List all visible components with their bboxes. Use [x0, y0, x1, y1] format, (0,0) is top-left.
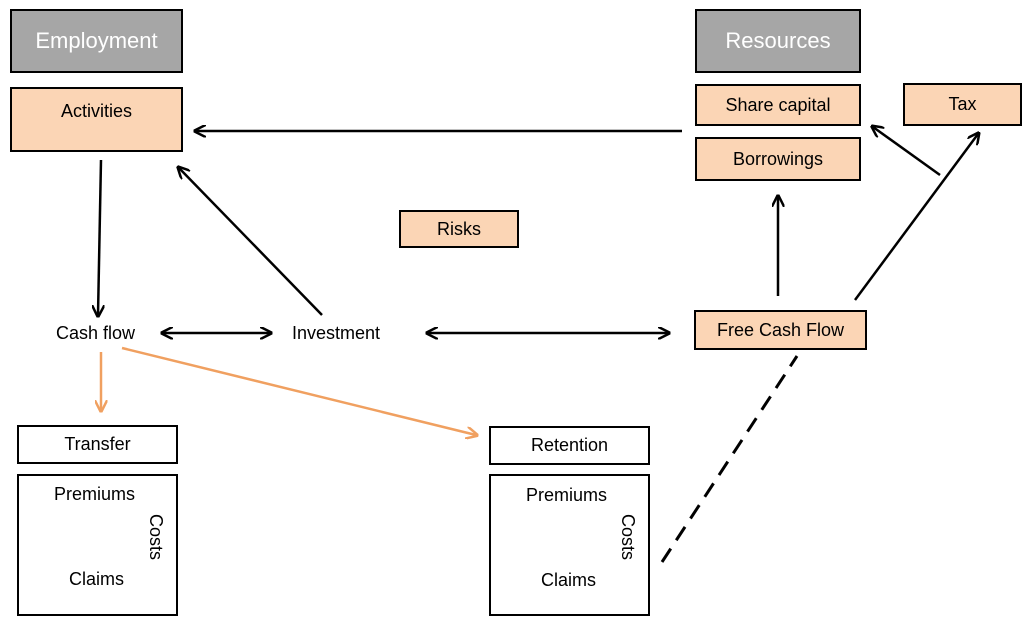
transfer-claims-label: Claims — [69, 569, 125, 589]
retention-premiums-label: Premiums — [526, 485, 608, 505]
tax-box: Tax — [903, 83, 1022, 126]
investment-label: Investment — [292, 323, 381, 343]
resources-header: Resources — [695, 9, 861, 73]
arrow-freecashflow-to-tax — [853, 134, 978, 301]
share-capital-box: Share capital — [695, 84, 861, 126]
retention-costs-label: Costs — [618, 514, 638, 561]
borrowings-box: Borrowings — [695, 137, 861, 181]
dashed-link-retention-freecashflow — [660, 355, 799, 563]
arrow-cashflow-to-retention — [121, 346, 476, 435]
activities-box: Activities — [10, 87, 183, 152]
arrow-tax-to-sharecapital — [873, 127, 941, 177]
retention-claims-label: Claims — [541, 570, 597, 590]
cash-flow-label: Cash flow — [56, 323, 136, 343]
transfer-panel: Premiums Costs Claims — [17, 474, 178, 616]
transfer-box: Transfer — [17, 425, 178, 464]
transfer-premiums-label: Premiums — [54, 484, 136, 504]
risks-box: Risks — [399, 210, 519, 248]
arrow-investment-to-activities — [179, 168, 323, 316]
free-cash-flow-box: Free Cash Flow — [694, 310, 867, 350]
employment-header: Employment — [10, 9, 183, 73]
transfer-costs-label: Costs — [146, 514, 166, 561]
arrow-activities-to-cashflow — [98, 159, 101, 315]
retention-box: Retention — [489, 426, 650, 465]
retention-panel: Premiums Costs Claims — [489, 474, 650, 616]
